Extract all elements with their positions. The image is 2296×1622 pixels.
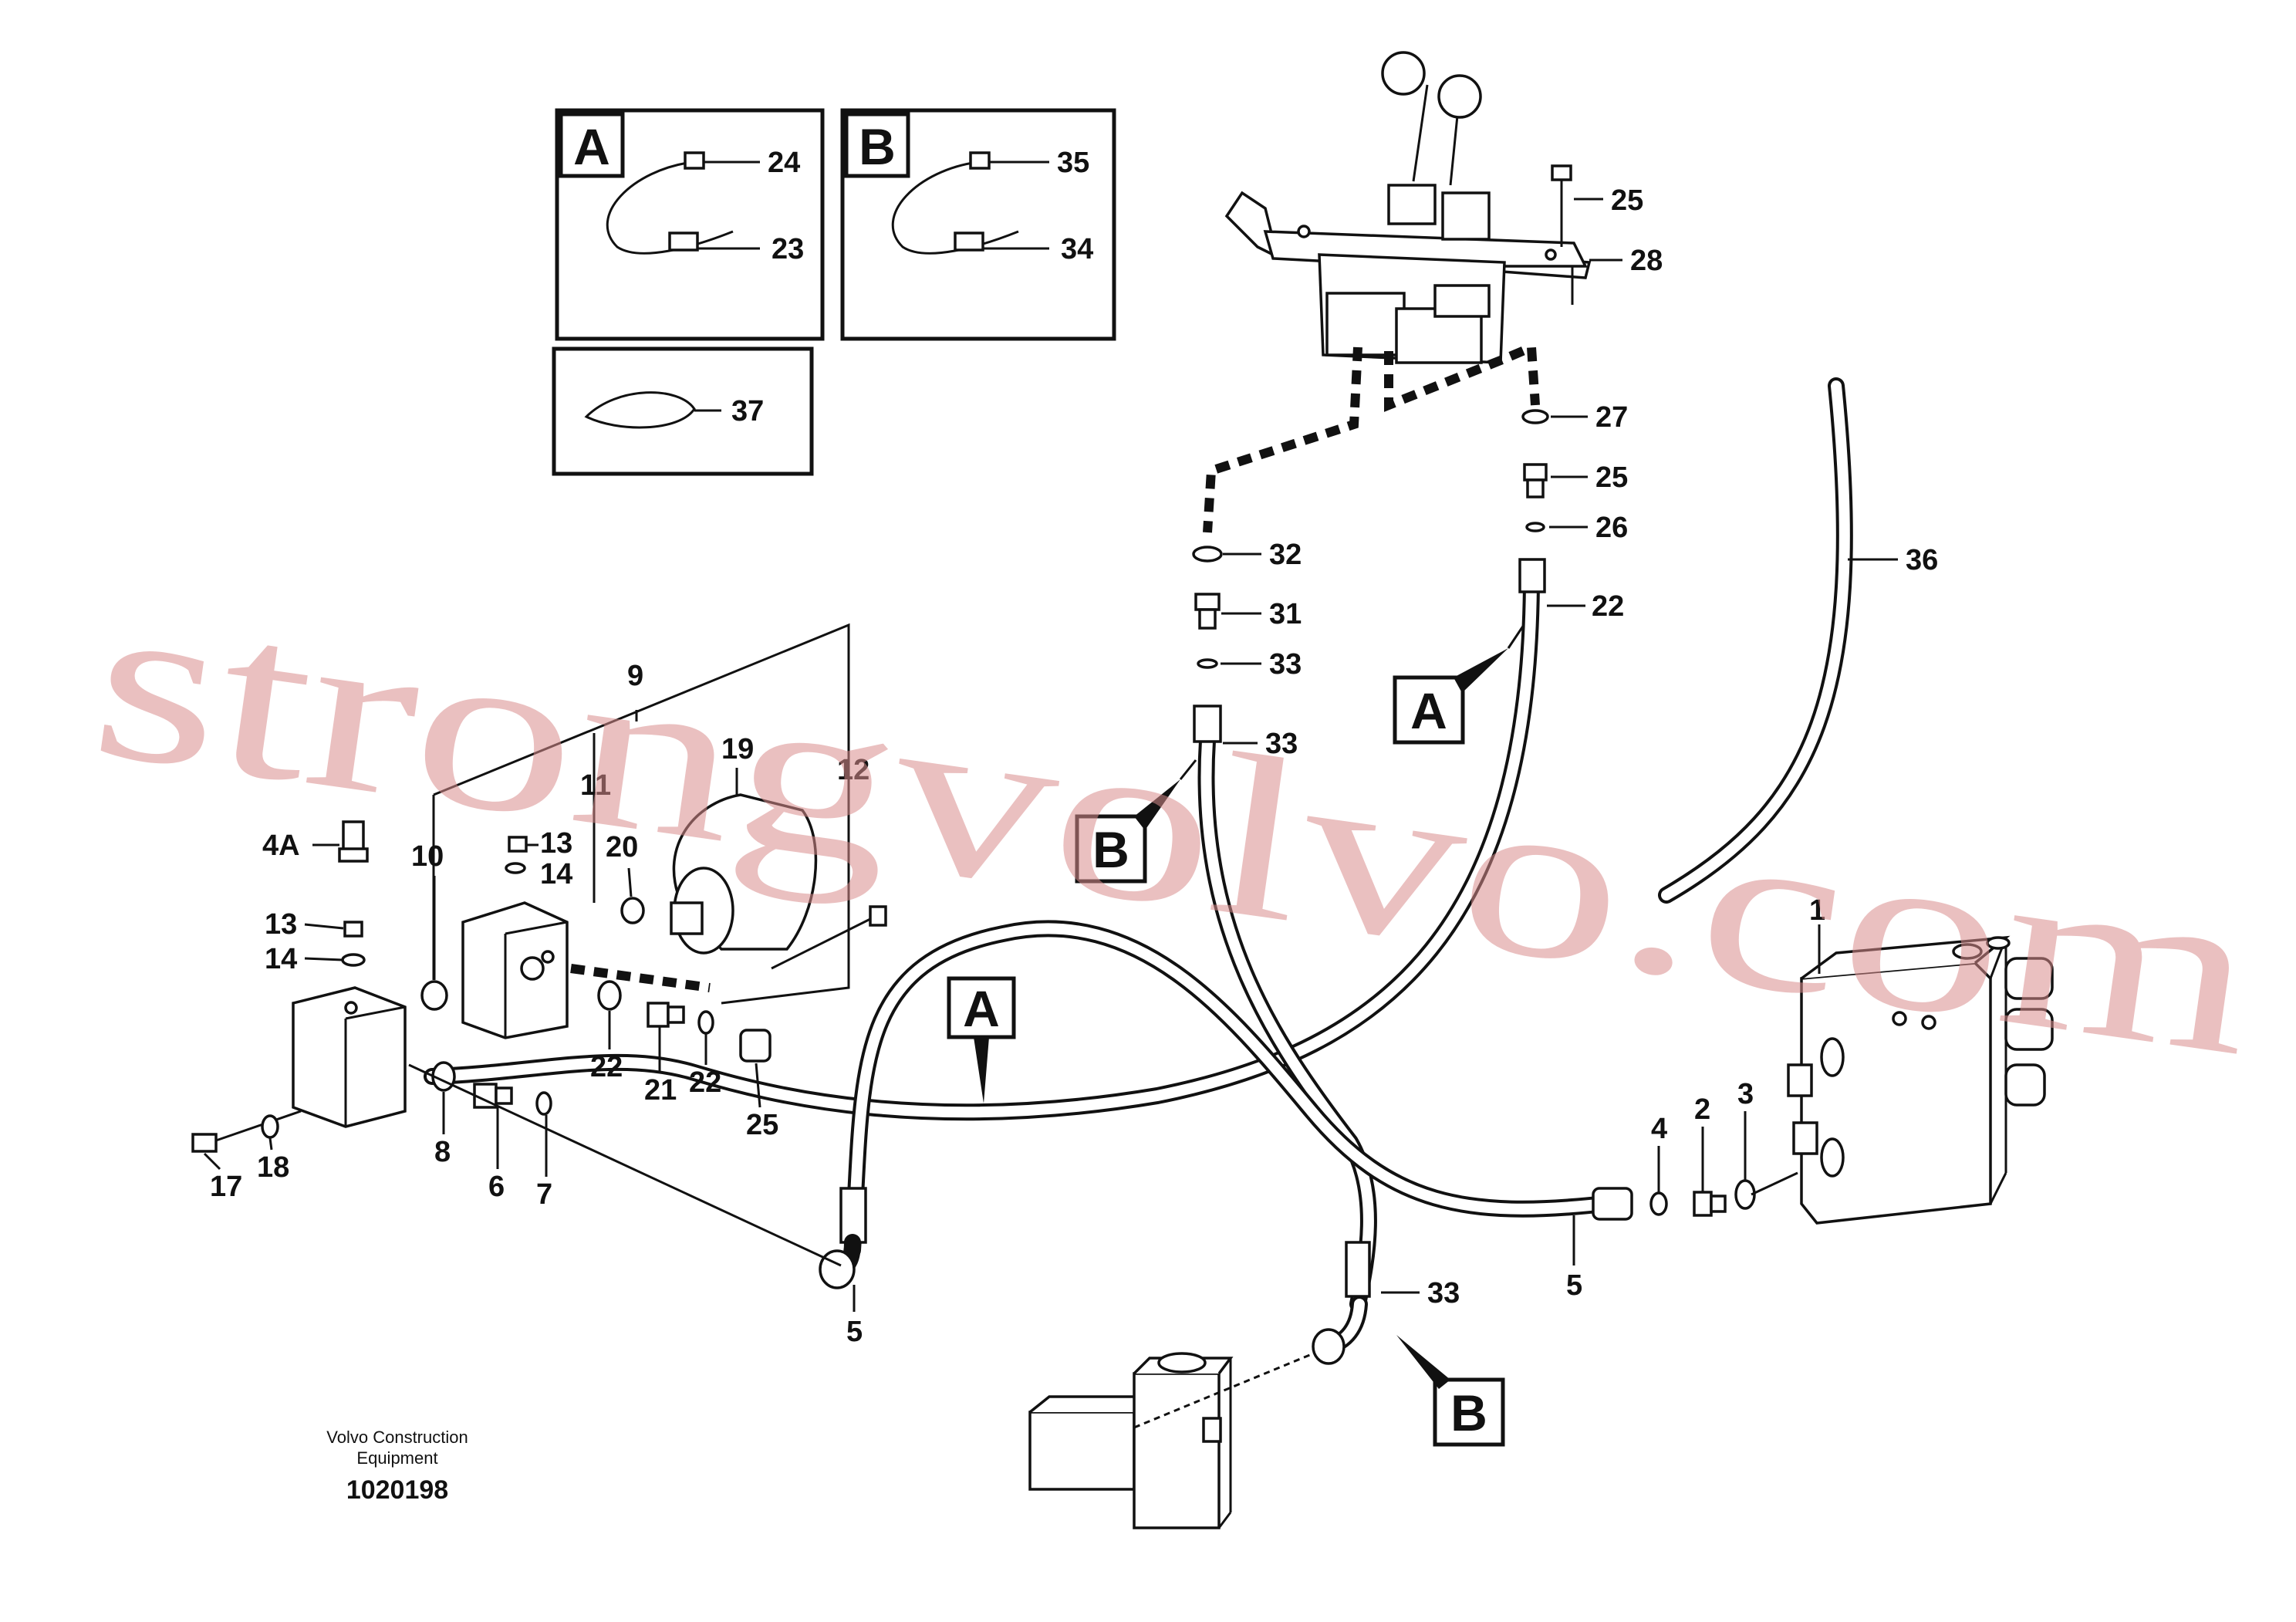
- inset-box-a: A 24 23: [555, 108, 825, 341]
- callout-16: 18: [257, 1151, 289, 1184]
- section-marker-a-right: A: [1393, 624, 1525, 745]
- section-marker-b-left: B: [1075, 759, 1197, 884]
- callout-13-lower: 13: [265, 908, 297, 941]
- accumulator-assembly: [191, 623, 887, 1267]
- inset-box-b-letter: B: [859, 118, 896, 175]
- fittings-left-column: 32 31 33: [1192, 539, 1302, 681]
- callout-26: 26: [1595, 512, 1628, 544]
- callout-13-upper: 13: [540, 827, 572, 860]
- callout-10: 10: [411, 840, 444, 873]
- callout-8: 8: [434, 1136, 451, 1168]
- callout-1: 1: [1809, 894, 1825, 927]
- callout-7: 7: [536, 1178, 552, 1211]
- pilot-control-valve: [1224, 51, 1592, 364]
- callout-22-bottom: 25: [746, 1109, 778, 1141]
- callout-32: 33: [1269, 648, 1302, 681]
- section-marker-letter: B: [1450, 1384, 1487, 1441]
- callout-28: 28: [1630, 245, 1663, 277]
- callout-31: 32: [1269, 539, 1302, 571]
- callout-4: 4: [1651, 1113, 1667, 1145]
- callout-3: 3: [1737, 1078, 1754, 1110]
- callout-14-lower: 14: [265, 943, 297, 975]
- watermark: strongvolvo.com: [80, 548, 2271, 1105]
- callout-2: 2: [1694, 1093, 1710, 1126]
- callout-12: 12: [837, 754, 869, 786]
- callout-25: 25: [1595, 461, 1628, 494]
- callout-33-bottom: 33: [1427, 1277, 1460, 1309]
- callout-5-left: 5: [846, 1316, 863, 1348]
- callout-6: 6: [488, 1171, 505, 1203]
- inset-box-b: B 35 34: [840, 108, 1116, 341]
- fittings-right-column: 27 25 26: [1521, 401, 1628, 544]
- pilot-line-left: [1203, 346, 1362, 533]
- callout-24: 24: [768, 147, 800, 179]
- callout-37: 37: [731, 395, 764, 427]
- callout-17: 19: [721, 733, 754, 765]
- callout-18: 20: [606, 831, 638, 863]
- callout-29: 25: [1611, 184, 1643, 217]
- callout-35: 35: [1057, 147, 1089, 179]
- section-marker-letter: A: [963, 980, 1000, 1037]
- callout-23: 23: [772, 233, 804, 265]
- footer-company-line2: Equipment: [356, 1448, 437, 1468]
- callout-4a: 4A: [262, 830, 300, 862]
- pilot-line-right: [1384, 340, 1540, 412]
- callout-11: 11: [580, 769, 611, 802]
- section-marker-letter: A: [1410, 682, 1447, 739]
- callout-21: 22: [689, 1066, 721, 1099]
- callout-34: 34: [1061, 233, 1093, 265]
- callout-5-right: 5: [1566, 1269, 1582, 1302]
- section-marker-letter: B: [1092, 821, 1129, 878]
- fittings-valve-inlet: [1649, 1111, 1798, 1217]
- footer-drawing-number: 1020198: [346, 1475, 448, 1505]
- inset-box-a-letter: A: [573, 118, 610, 175]
- callout-22-top: 22: [1592, 590, 1624, 623]
- callout-14-upper: 14: [540, 858, 572, 890]
- footer-company-line1: Volvo Construction: [326, 1428, 468, 1447]
- callout-33-top: 33: [1265, 728, 1298, 760]
- bolt-29: 25: [1551, 164, 1643, 247]
- inset-box-strap: 37: [552, 346, 814, 476]
- solenoid-valve: [1028, 1352, 1312, 1529]
- section-marker-a-center: A: [947, 976, 1016, 1103]
- callout-36: 36: [1906, 544, 1938, 576]
- callout-15: 17: [210, 1171, 242, 1203]
- section-marker-b-bottom: B: [1396, 1335, 1505, 1447]
- callout-19: 21: [644, 1074, 677, 1107]
- callout-30: 31: [1269, 598, 1302, 630]
- callout-20: 22: [590, 1051, 623, 1083]
- callout-9: 9: [627, 660, 643, 692]
- valve-block-1: [1787, 935, 2054, 1225]
- callout-27: 27: [1595, 401, 1628, 434]
